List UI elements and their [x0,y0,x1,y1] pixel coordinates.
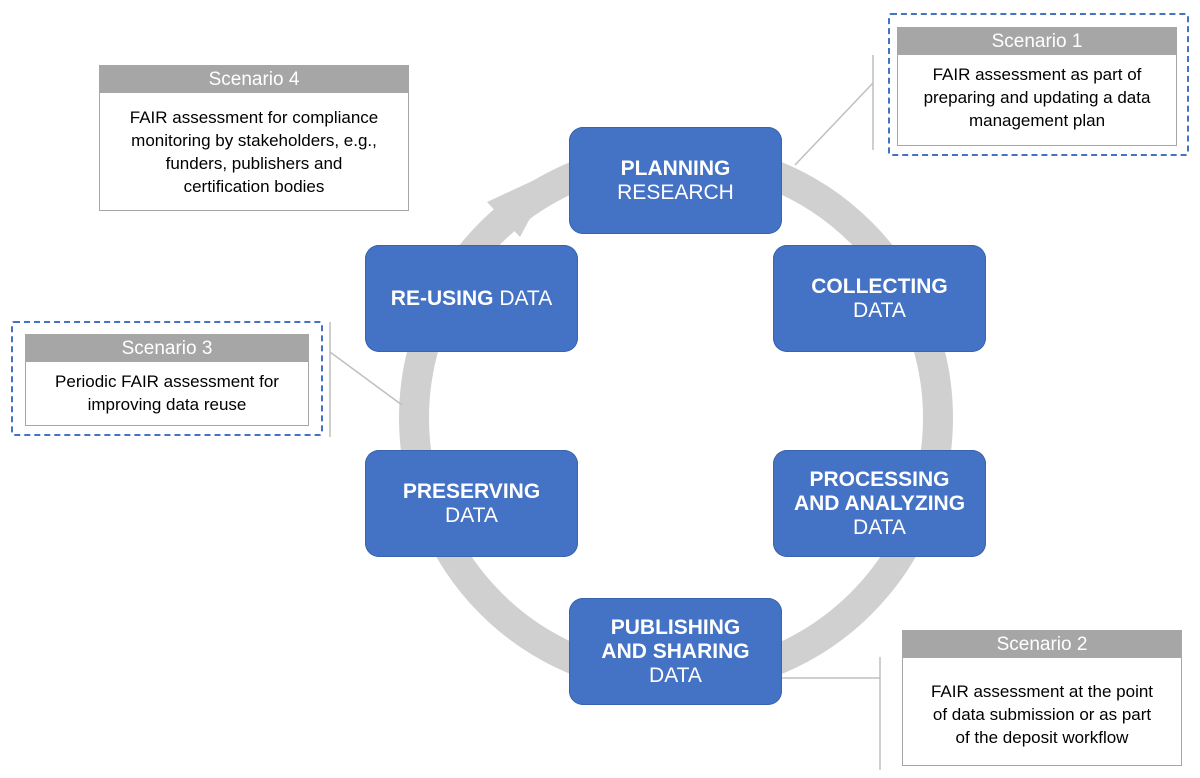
scenario-2-line: of data submission or as part [932,705,1152,724]
scenario-3-highlight [11,321,323,436]
scenario-4-line: monitoring by stakeholders, e.g., [131,131,377,150]
scenario-1-line: management plan [968,111,1106,130]
scenario-4-title: Scenario 4 [100,66,408,93]
scenario-4-box: Scenario 4 FAIR assessment for complianc… [99,65,409,211]
stage-preserving-light: DATA [445,503,498,527]
scenario-2-line: FAIR assessment at the point [930,682,1154,701]
stage-collecting-data: COLLECTING DATA [773,245,986,352]
stage-planning-research: PLANNING RESEARCH [569,127,782,234]
cycle-arrowhead-icon [487,170,556,237]
stage-collecting-light: DATA [853,298,906,322]
scenario-2-text: FAIR assessment at the point of data sub… [903,658,1181,749]
stage-processing-bold-1: PROCESSING [809,467,950,491]
stage-publishing-bold-1: PUBLISHING [610,615,741,639]
scenario-2-box: Scenario 2 FAIR assessment at the point … [902,630,1182,766]
stage-preserving-bold: PRESERVING [402,479,541,503]
stage-publishing-bold-2: AND SHARING [601,639,750,663]
scenario-1-line: preparing and updating a data [923,88,1151,107]
stage-planning-bold: PLANNING [620,156,731,180]
stage-processing-light: DATA [853,515,906,539]
stage-preserving-data: PRESERVING DATA [365,450,578,557]
stage-processing-bold-2: AND ANALYZING [793,491,966,515]
stage-reusing-light: DATA [499,286,553,310]
connector-scenario-1 [794,82,874,166]
scenario-1-highlight [888,13,1189,156]
stage-planning-light: RESEARCH [617,180,734,204]
scenario-2-title: Scenario 2 [903,631,1181,658]
scenario-1-line: FAIR assessment as part of [932,65,1142,84]
scenario-1-text: FAIR assessment as part of preparing and… [898,55,1176,132]
scenario-3-text: Periodic FAIR assessment for improving d… [26,362,308,416]
scenario-4-text: FAIR assessment for compliance monitorin… [100,93,408,198]
scenario-3-box: Scenario 3 Periodic FAIR assessment for … [25,334,309,426]
connector-scenario-3 [329,351,403,406]
stage-publishing-sharing-data: PUBLISHING AND SHARING DATA [569,598,782,705]
stage-collecting-bold: COLLECTING [811,274,948,298]
scenario-3-line: improving data reuse [87,395,247,414]
scenario-2-line: of the deposit workflow [955,728,1129,747]
scenario-3-title: Scenario 3 [26,335,308,362]
scenario-3-line: Periodic FAIR assessment for [55,372,279,391]
scenario-1-title: Scenario 1 [898,28,1176,55]
stage-publishing-light: DATA [649,663,702,687]
stage-reusing-data: RE-USING DATA [365,245,578,352]
scenario-4-line: FAIR assessment for compliance [129,108,379,127]
stage-reusing-bold: RE-USING [390,286,494,310]
stage-processing-analyzing-data: PROCESSING AND ANALYZING DATA [773,450,986,557]
scenario-4-line: funders, publishers and [165,154,343,173]
scenario-1-box: Scenario 1 FAIR assessment as part of pr… [897,27,1177,146]
scenario-4-line: certification bodies [183,177,325,196]
